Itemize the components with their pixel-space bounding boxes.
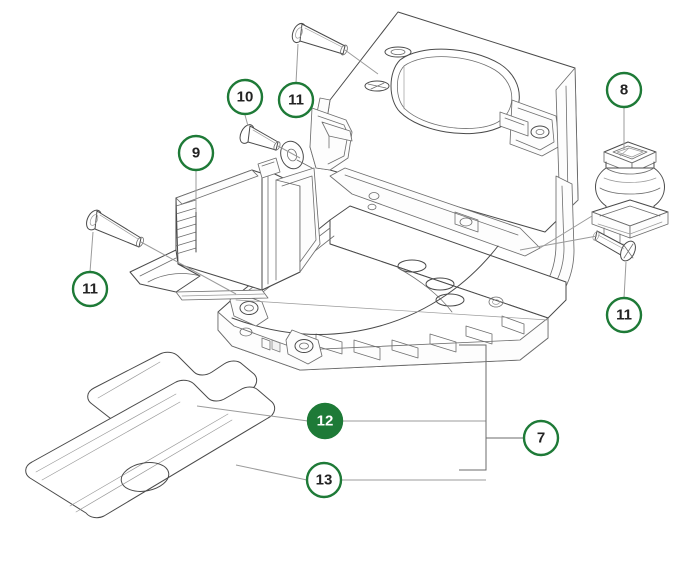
pointer-mount-8 <box>539 215 593 249</box>
callout-11-right[interactable]: 11 <box>605 296 643 334</box>
callout-12[interactable]: 12 <box>306 402 344 440</box>
leader-11-left <box>89 231 94 273</box>
pointer-bolt-top <box>344 49 379 75</box>
callout-9[interactable]: 9 <box>177 134 215 172</box>
callout-13-label: 13 <box>316 472 333 489</box>
long-bolt-top <box>291 22 348 56</box>
callout-7-label: 7 <box>537 430 545 447</box>
callout-10[interactable]: 10 <box>226 78 264 116</box>
callout-13-circle[interactable] <box>305 461 343 499</box>
callout-13[interactable]: 13 <box>305 461 343 499</box>
callout-7-circle[interactable] <box>522 419 560 457</box>
pointer-bolt-left <box>140 241 237 295</box>
callout-11-top-label: 11 <box>288 92 304 109</box>
callout-10-label: 10 <box>237 89 254 106</box>
callout-11-right-circle[interactable] <box>605 296 643 334</box>
gasket-overlap-hole <box>120 462 170 492</box>
group-bracket-7 <box>459 344 524 471</box>
long-bolt-right <box>592 230 636 262</box>
callout-7[interactable]: 7 <box>522 419 560 457</box>
callout-12-circle[interactable] <box>306 402 344 440</box>
callout-11-left[interactable]: 11 <box>71 270 109 308</box>
leader-11-top <box>295 43 299 84</box>
leader-11-right <box>623 261 627 299</box>
heat-shield-baffle <box>129 140 321 301</box>
leader-12-left <box>196 405 309 422</box>
leader-lines <box>89 43 627 481</box>
callout-11-right-label: 11 <box>616 307 632 324</box>
callout-10-circle[interactable] <box>226 78 264 116</box>
callout-9-circle[interactable] <box>177 134 215 172</box>
callout-11-left-label: 11 <box>82 281 98 298</box>
leader-13-left <box>235 464 308 481</box>
callout-11-top-circle[interactable] <box>277 81 315 119</box>
callout-12-label: 12 <box>317 413 334 430</box>
callout-11-top[interactable]: 11 <box>277 81 315 119</box>
callout-8[interactable]: 8 <box>605 71 643 109</box>
callout-11-left-circle[interactable] <box>71 270 109 308</box>
pointer-bolt-10 <box>277 145 301 159</box>
leader-10 <box>244 114 249 127</box>
pointer-bolt-right <box>519 235 598 251</box>
lower-gasket-mat <box>25 379 276 519</box>
callout-9-label: 9 <box>192 145 200 162</box>
callout-8-label: 8 <box>620 82 628 99</box>
short-bolt <box>239 124 281 151</box>
callout-8-circle[interactable] <box>605 71 643 109</box>
